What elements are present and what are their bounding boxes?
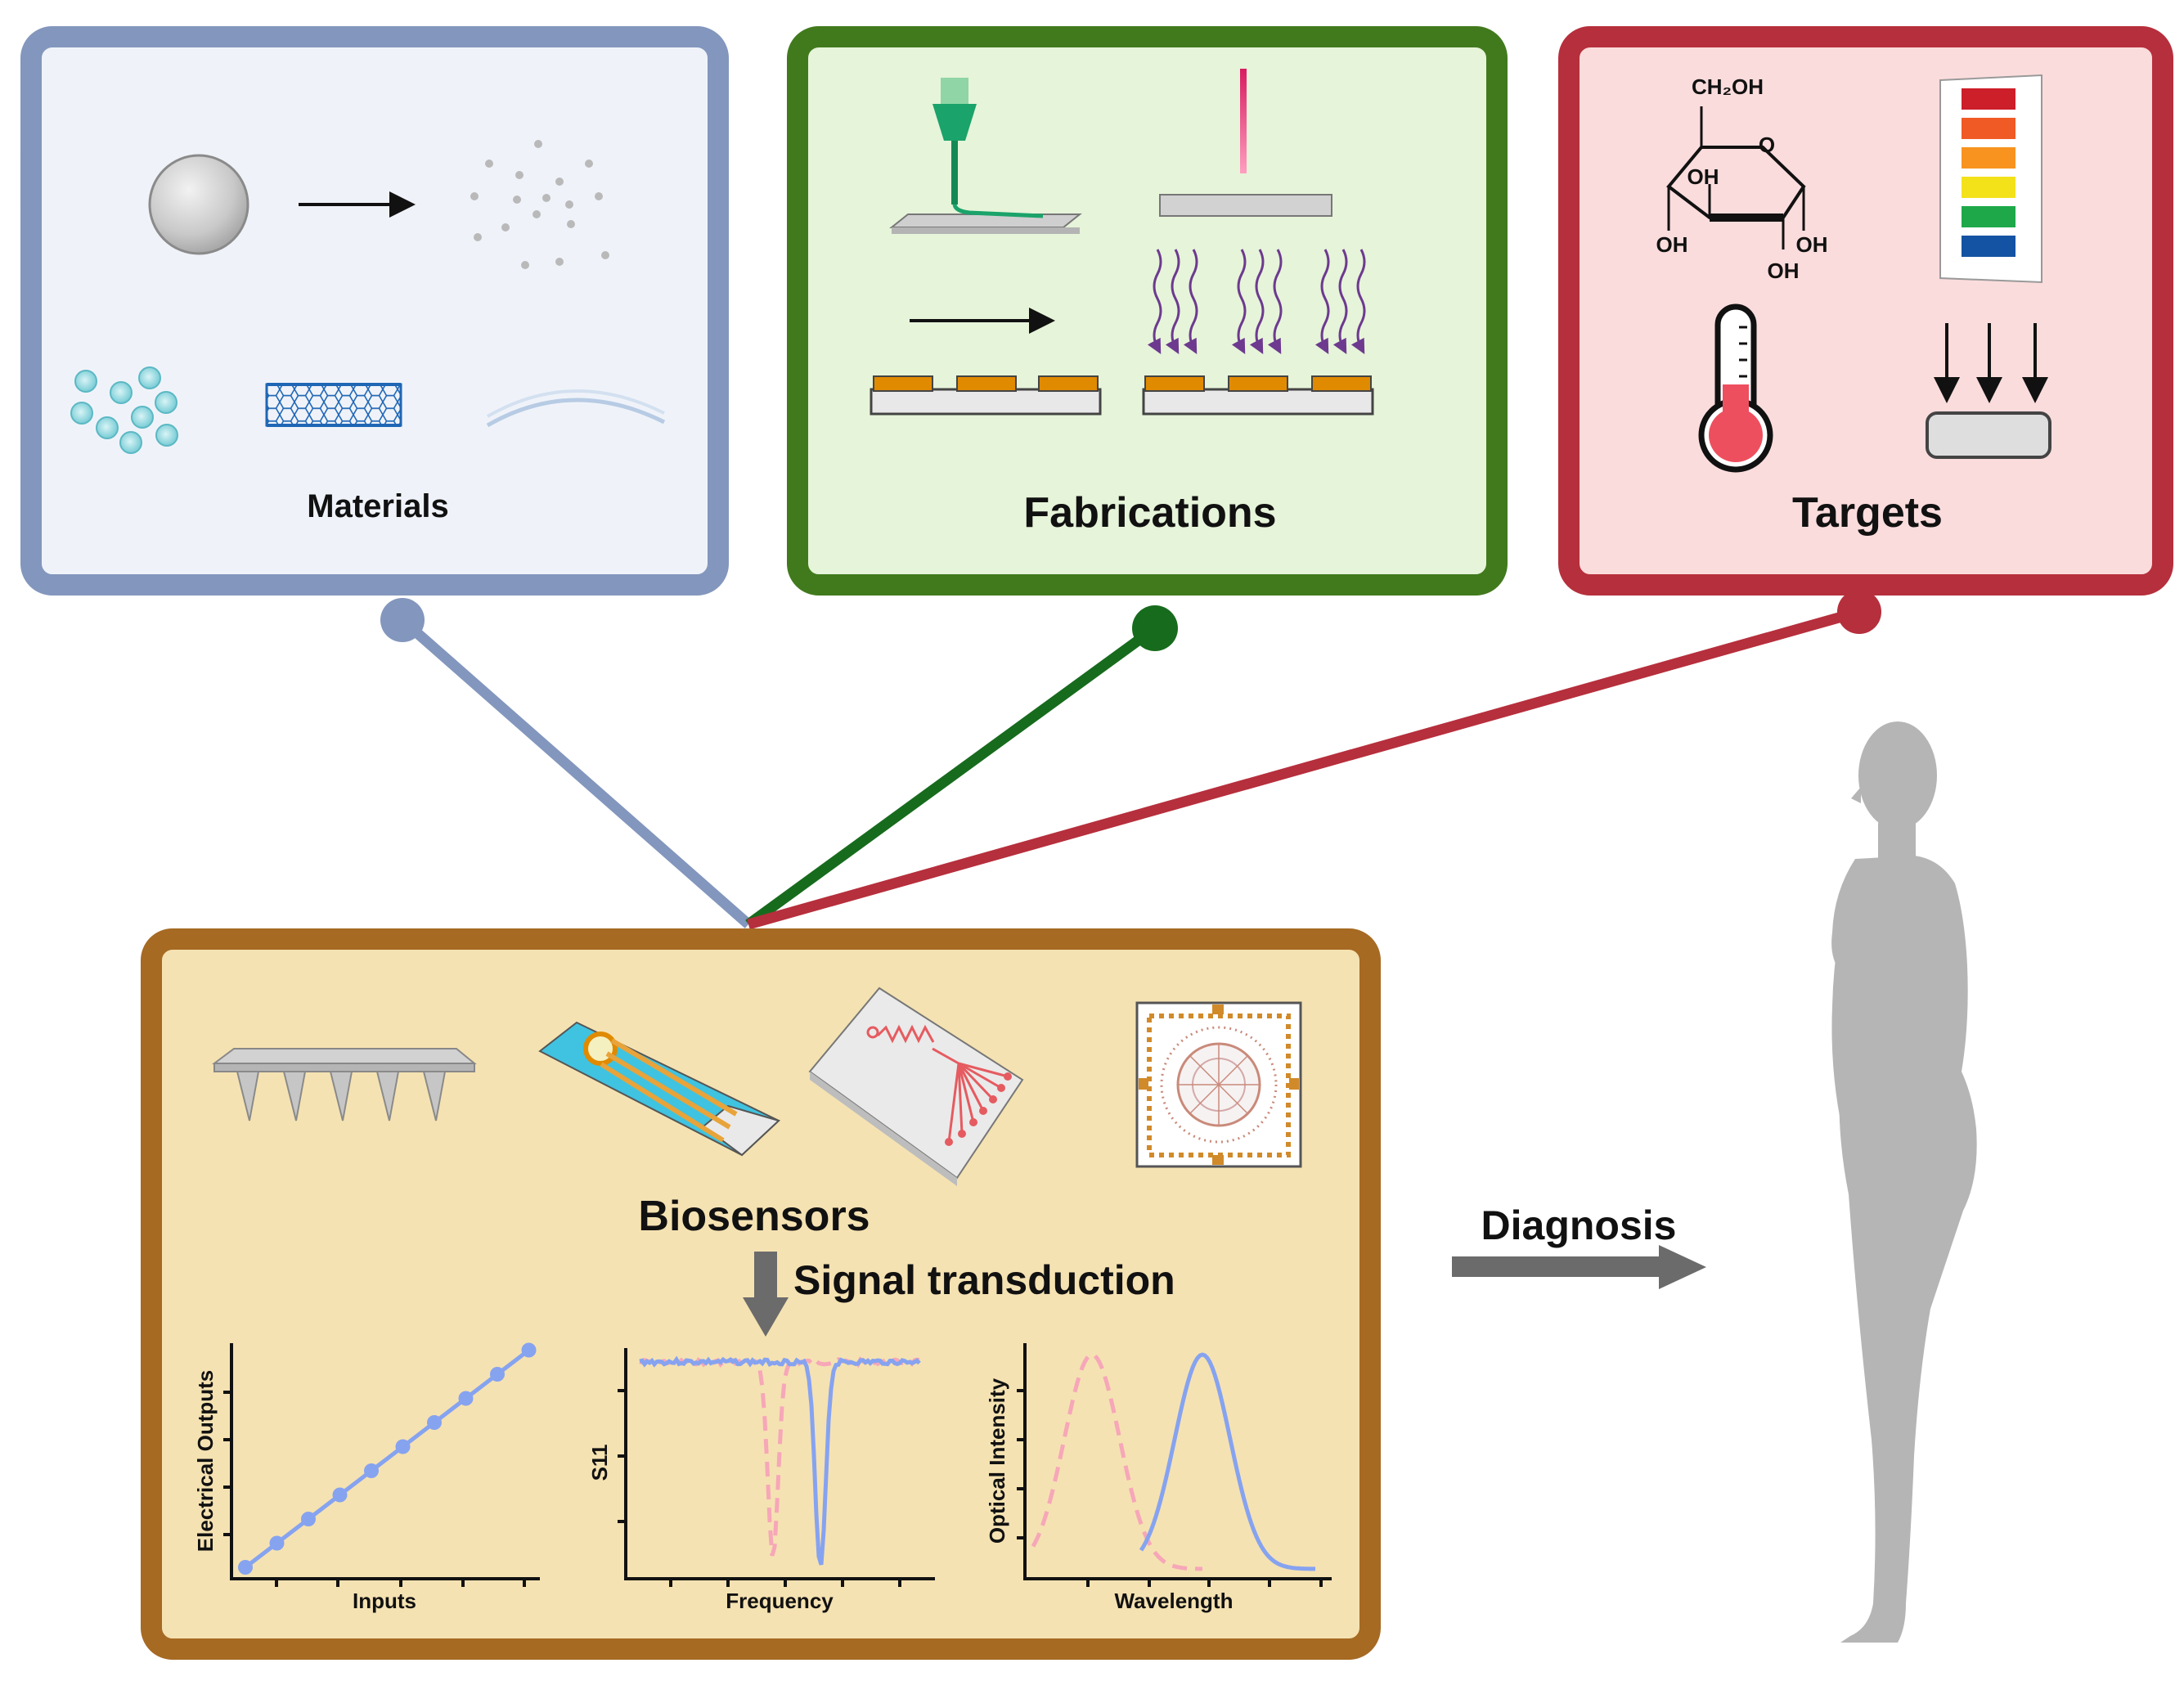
materials-title: Materials <box>307 488 448 524</box>
fabrications-panel: Fabrications <box>787 26 1508 596</box>
resonator-chip-icon <box>1135 1001 1302 1168</box>
targets-title: Targets <box>1792 489 1943 537</box>
electrical-plot-ticks <box>223 1391 526 1587</box>
electrical-plot-series <box>238 1342 537 1575</box>
electrical-series-line <box>244 1348 531 1569</box>
electrical-data-point <box>395 1439 411 1454</box>
optical-plot-ylabel: Optical Intensity <box>985 1378 1009 1544</box>
electrical-data-point <box>427 1415 442 1430</box>
cured-substrate-icon <box>1142 375 1374 416</box>
diagnosis-arrow-shaft <box>1452 1256 1660 1277</box>
thermometer-icon <box>1698 303 1773 473</box>
materials-connector-dot <box>380 598 425 642</box>
glucose-oh-label: OH <box>1656 232 1688 257</box>
electrical-data-point <box>521 1342 537 1358</box>
targets-connector-dot <box>1837 590 1881 634</box>
carbon-nanotube-icon <box>265 383 402 427</box>
patterned-substrate-icon <box>870 375 1102 416</box>
electrode-strip-icon <box>538 1021 780 1157</box>
fabrications-title: Fabrications <box>1023 489 1276 537</box>
ph-swatch <box>1962 177 2015 198</box>
electrical-data-point <box>332 1487 348 1503</box>
materials-panel: Materials <box>20 26 729 596</box>
optical-plot: Optical Intensity Wavelength <box>985 1343 1332 1613</box>
optical-reference-curve <box>1139 1352 1315 1571</box>
s11-plot-ylabel: S11 <box>587 1445 612 1481</box>
nanowire-icon <box>486 389 666 428</box>
pressure-icon <box>1926 323 2051 459</box>
bulk-sphere-icon <box>148 154 249 255</box>
ph-swatch <box>1962 118 2015 139</box>
ph-swatch <box>1962 147 2015 169</box>
glucose-ch2oh-label: CH₂OH <box>1692 74 1764 99</box>
glucose-oh-label: OH <box>1796 232 1828 257</box>
ph-strip-icon <box>1939 74 2042 284</box>
biosensors-title: Biosensors <box>638 1193 870 1240</box>
s11-plot-ticks <box>618 1389 901 1587</box>
electrical-plot: Electrical Outputs Inputs <box>193 1342 540 1613</box>
signal-transduction-label: Signal transduction <box>793 1257 1175 1303</box>
laser-icon <box>1159 69 1332 217</box>
fabrications-panel-frame <box>787 26 1508 596</box>
ph-swatch <box>1962 236 2015 257</box>
electrical-plot-xlabel: Inputs <box>353 1589 416 1613</box>
optical-plot-ticks <box>1017 1389 1323 1587</box>
diagnosis-arrow-head <box>1659 1245 1706 1289</box>
fabrications-connector-dot <box>1132 605 1178 651</box>
diagnosis-label: Diagnosis <box>1481 1202 1677 1248</box>
electrical-data-point <box>458 1391 474 1406</box>
glucose-molecule-icon: CH₂OH O OH OH OH OH <box>1656 74 1828 283</box>
ph-swatch <box>1962 206 2015 227</box>
curing-waves-icon <box>1147 249 1366 354</box>
optical-shifted-curve <box>1031 1352 1202 1571</box>
electrical-data-point <box>490 1367 505 1382</box>
s11-reference-curve <box>639 1355 921 1566</box>
electrical-data-point <box>301 1512 316 1526</box>
glucose-ring-o-label: O <box>1759 133 1775 157</box>
fabrications-connector <box>745 623 1158 929</box>
ph-color-swatches <box>1962 88 2015 257</box>
quantum-dots-icon <box>70 366 178 454</box>
microneedle-patch-icon <box>212 1048 477 1121</box>
optical-plot-xlabel: Wavelength <box>1115 1589 1234 1613</box>
ph-swatch <box>1962 88 2015 110</box>
nanoparticles-icon <box>470 140 609 269</box>
connector-lines <box>380 590 1881 930</box>
biosensors-panel: Biosensors Signal transduction Electrica… <box>141 928 1381 1660</box>
glucose-oh-label: OH <box>1768 258 1800 283</box>
microfluidic-chip-icon <box>808 987 1024 1186</box>
s11-plot: S11 Frequency <box>587 1348 935 1613</box>
electrical-data-point <box>238 1560 253 1575</box>
signal-down-arrow-icon <box>743 1252 789 1337</box>
glucose-oh-label: OH <box>1687 164 1719 189</box>
electrical-plot-ylabel: Electrical Outputs <box>193 1370 218 1553</box>
electrical-data-point <box>364 1463 379 1478</box>
s11-plot-xlabel: Frequency <box>726 1589 834 1613</box>
human-figure-icon <box>1831 721 1977 1643</box>
targets-panel: CH₂OH O OH OH OH OH <box>1558 26 2173 596</box>
diagnosis-arrow: Diagnosis <box>1452 1202 1706 1289</box>
targets-connector <box>747 606 1861 930</box>
electrical-data-point <box>269 1535 285 1551</box>
materials-connector <box>398 616 753 928</box>
printing-nozzle-icon <box>889 78 1082 234</box>
